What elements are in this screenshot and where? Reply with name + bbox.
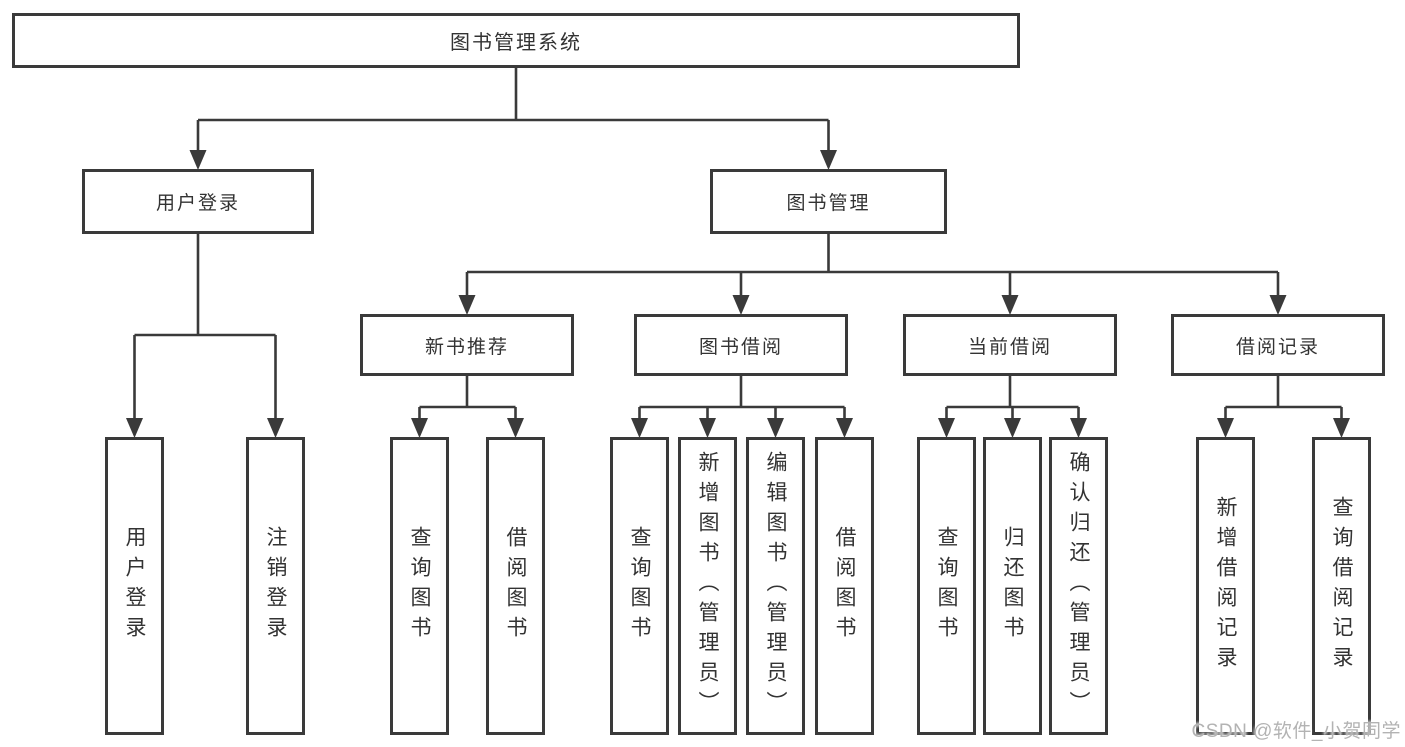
node-cb-query-book: 查询图书: [917, 437, 976, 735]
node-label: 借阅记录: [1235, 336, 1320, 358]
arrowhead-icon: [1004, 418, 1021, 438]
tree-branch-lines: [133, 68, 1343, 422]
arrowhead-icon: [938, 418, 955, 438]
arrowhead-icon: [458, 295, 476, 315]
node-cb-return-book: 归还图书: [983, 437, 1042, 735]
node-label: 借阅图书: [504, 526, 527, 646]
node-current-borrow: 当前借阅: [903, 314, 1117, 376]
node-bb-add-book: 新增图书（管理员）: [678, 437, 737, 735]
node-label: 新增借阅记录: [1214, 496, 1237, 676]
node-label: 新书推荐: [424, 336, 509, 358]
arrowhead-icon: [699, 418, 716, 438]
node-bb-query-book: 查询图书: [610, 437, 669, 735]
node-label: 编辑图书（管理员）: [764, 451, 787, 721]
node-label: 查询借阅记录: [1330, 496, 1353, 676]
node-br-add-record: 新增借阅记录: [1196, 437, 1255, 735]
arrowhead-icon: [1001, 295, 1019, 315]
node-root: 图书管理系统: [12, 13, 1020, 68]
arrowhead-icon: [267, 418, 284, 438]
arrowhead-icon: [507, 418, 524, 438]
node-label: 用户登录: [155, 193, 240, 214]
node-bb-borrow-book: 借阅图书: [815, 437, 874, 735]
node-label: 图书管理系统: [450, 32, 582, 54]
node-label: 图书借阅: [698, 336, 783, 358]
node-nb-borrow-book: 借阅图书: [486, 437, 545, 735]
arrowhead-icon: [126, 418, 143, 438]
node-label: 新增图书（管理员）: [696, 451, 719, 721]
node-borrow-record: 借阅记录: [1171, 314, 1385, 376]
node-nb-query-book: 查询图书: [390, 437, 449, 735]
node-label: 查询图书: [408, 526, 431, 646]
node-user-login-leaf: 用户登录: [105, 437, 164, 735]
node-label: 归还图书: [1001, 526, 1024, 646]
csdn-watermark: CSDN @软件_小贺同学: [1191, 721, 1401, 742]
node-label: 当前借阅: [967, 336, 1052, 358]
node-cb-confirm-return: 确认归还（管理员）: [1049, 437, 1108, 735]
arrowhead-icon: [820, 150, 837, 170]
arrowhead-icon: [189, 150, 207, 170]
arrowhead-icon: [767, 418, 784, 438]
arrowhead-icon: [836, 418, 853, 438]
arrowhead-icon: [631, 418, 648, 438]
node-label: 图书管理: [786, 193, 871, 214]
node-br-query-record: 查询借阅记录: [1312, 437, 1371, 735]
node-book-borrow: 图书借阅: [634, 314, 848, 376]
node-new-book-rec: 新书推荐: [360, 314, 574, 376]
node-label: 借阅图书: [833, 526, 856, 646]
node-label: 用户登录: [123, 526, 146, 646]
node-label: 注销登录: [264, 526, 287, 646]
node-label: 查询图书: [628, 526, 651, 646]
arrowhead-icon: [732, 295, 750, 315]
node-label: 查询图书: [935, 526, 958, 646]
node-bb-edit-book: 编辑图书（管理员）: [746, 437, 805, 735]
node-label: 确认归还（管理员）: [1067, 451, 1090, 721]
arrowhead-icon: [1269, 295, 1287, 315]
node-book-mgmt: 图书管理: [710, 169, 947, 234]
node-logout: 注销登录: [246, 437, 305, 735]
arrowhead-icon: [1333, 418, 1350, 438]
arrowhead-icon: [1070, 418, 1087, 438]
node-user-login: 用户登录: [82, 169, 314, 234]
arrowhead-icon: [411, 418, 428, 438]
arrowhead-icon: [1217, 418, 1234, 438]
